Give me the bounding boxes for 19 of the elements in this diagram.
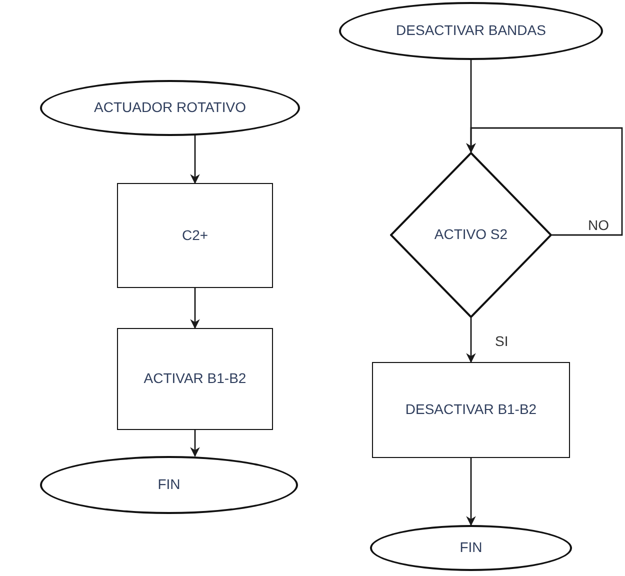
process-box <box>117 183 273 288</box>
edge-label: NO <box>586 218 611 232</box>
process-box <box>372 362 570 458</box>
node-text: FIN <box>458 539 484 557</box>
node-text: C2+ <box>180 226 210 244</box>
process-box <box>117 328 273 430</box>
arrow <box>466 318 476 363</box>
node-text: ACTUADOR ROTATIVO <box>93 99 247 117</box>
node-text: DESACTIVAR B1-B2 <box>404 401 538 419</box>
arrow <box>466 127 623 236</box>
node-text: DESACTIVAR BANDAS <box>395 22 547 40</box>
node-text: ACTIVAR B1-B2 <box>142 370 248 388</box>
decision-diamond <box>390 152 552 318</box>
node-text: FIN <box>156 476 182 494</box>
arrow <box>190 288 200 329</box>
arrow <box>190 430 200 457</box>
arrow <box>190 135 200 184</box>
node-text: ACTIVO S2 <box>433 226 509 244</box>
arrow <box>466 458 476 526</box>
